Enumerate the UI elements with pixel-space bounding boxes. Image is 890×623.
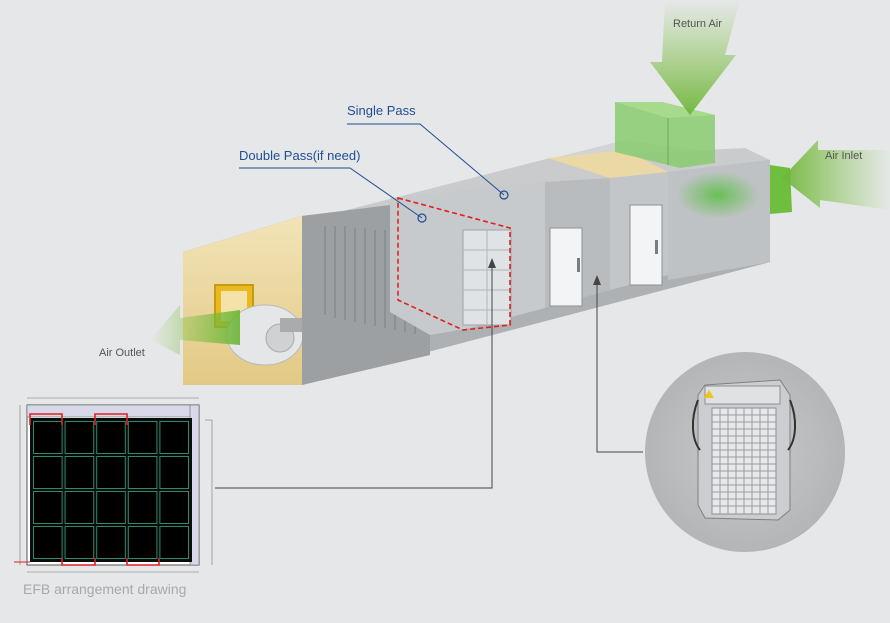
efb-cell xyxy=(159,456,189,489)
single-pass-marker xyxy=(499,190,509,200)
efb-cell xyxy=(127,421,158,454)
access-door-1 xyxy=(549,227,583,307)
warning-label-icon xyxy=(704,390,714,398)
efb-cell xyxy=(33,491,63,524)
return-air-label: Return Air xyxy=(673,18,722,30)
filter-grille-lines xyxy=(463,230,511,325)
callout-arrowhead-2 xyxy=(593,275,601,285)
efb-cell xyxy=(159,526,189,559)
efb-cell xyxy=(159,421,189,454)
efb-cell xyxy=(96,526,126,559)
air-outlet-label: Air Outlet xyxy=(99,347,145,359)
efb-cell xyxy=(33,456,63,489)
efb-cell xyxy=(33,421,63,454)
return-air-arrow xyxy=(650,0,740,115)
efb-red-marker-2 xyxy=(94,413,128,425)
efb-frame-top xyxy=(26,404,200,418)
efb-cell xyxy=(64,421,95,454)
double-pass-marker xyxy=(417,213,427,223)
single-pass-label: Single Pass xyxy=(347,103,416,118)
efb-cell xyxy=(64,456,95,489)
efb-cell xyxy=(64,526,95,559)
efb-cell xyxy=(33,526,63,559)
efb-red-marker-3 xyxy=(61,558,96,566)
double-pass-label: Double Pass(if need) xyxy=(239,148,361,163)
efb-red-marker-1 xyxy=(29,413,63,425)
efb-cell xyxy=(127,456,158,489)
door-handle-1 xyxy=(577,258,580,272)
air-inlet-label: Air Inlet xyxy=(825,150,863,162)
door-handle-2 xyxy=(655,240,658,254)
efb-cells xyxy=(33,421,189,559)
efb-arrangement-drawing xyxy=(14,397,213,573)
efb-cell xyxy=(64,491,95,524)
efb-cell xyxy=(96,456,126,489)
efb-device xyxy=(645,352,845,552)
efb-dimension-lines xyxy=(19,397,213,573)
double-pass-highlight xyxy=(397,196,511,331)
efb-cell xyxy=(96,421,126,454)
air-inlet-arrow xyxy=(782,140,890,210)
efb-device-grille xyxy=(712,408,776,514)
label-leaders xyxy=(239,123,505,219)
callout-leaders xyxy=(215,265,643,489)
efb-cell xyxy=(96,491,126,524)
efb-red-marker-4 xyxy=(126,558,160,566)
air-inlet-box xyxy=(676,165,792,219)
efb-drawing-caption: EFB arrangement drawing xyxy=(23,581,187,597)
callout-arrowhead-1 xyxy=(488,258,496,268)
air-outlet-arrow xyxy=(150,305,240,355)
efb-cell xyxy=(127,491,158,524)
efb-cell xyxy=(159,491,189,524)
filter-section xyxy=(390,182,545,335)
door-sections xyxy=(545,150,770,308)
efb-cell xyxy=(127,526,158,559)
